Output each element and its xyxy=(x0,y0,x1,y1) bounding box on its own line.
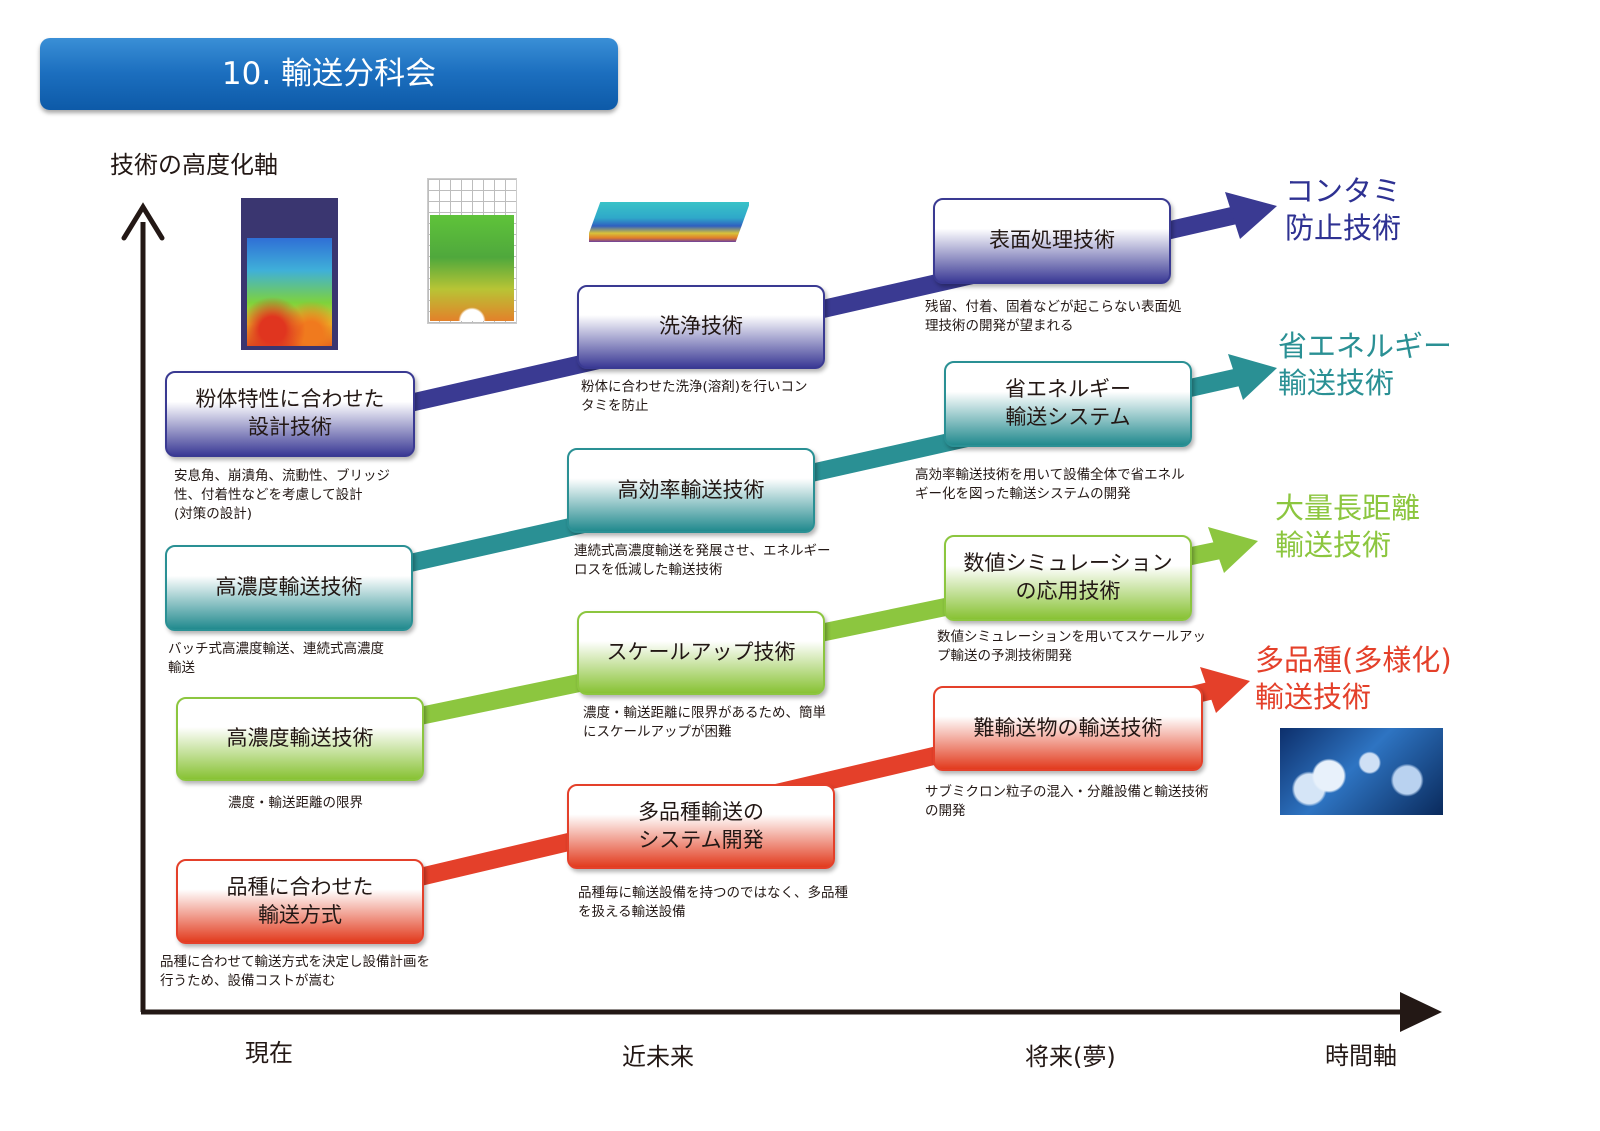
goal-label-teal: 省エネルギー 輸送技術 xyxy=(1278,329,1453,401)
track-arrowhead-teal xyxy=(1228,354,1277,400)
step-desc-green-2: 濃度・輸送距離に限界があるため、簡単 にスケールアップが困難 xyxy=(583,705,826,741)
step-box-blue-1: 粉体特性に合わせた 設計技術 xyxy=(165,371,415,457)
step-box-red-3: 難輸送物の輸送技術 xyxy=(933,686,1203,771)
step-label-green-1: 高濃度輸送技術 xyxy=(226,726,374,751)
simulation-column-image xyxy=(241,198,338,350)
step-box-teal-1: 高濃度輸送技術 xyxy=(165,545,413,631)
step-desc-teal-1: バッチ式高濃度輸送、連続式高濃度 輸送 xyxy=(168,641,384,677)
step-desc-green-1: 濃度・輸送距離の限界 xyxy=(228,795,363,811)
step-desc-red-2: 品種毎に輸送設備を持つのではなく、多品種 を扱える輸送設備 xyxy=(578,885,848,921)
section-title: 10. 輸送分科会 xyxy=(221,56,437,92)
step-desc-teal-2: 連続式高濃度輸送を発展させ、エネルギー ロスを低減した輸送技術 xyxy=(574,543,831,579)
step-desc-red-1: 品種に合わせて輸送方式を決定し設備計画を 行うため、設備コストが嵩む xyxy=(160,954,430,990)
step-box-teal-3: 省エネルギー 輸送システム xyxy=(944,361,1192,447)
step-label-red-3: 難輸送物の輸送技術 xyxy=(973,715,1163,740)
step-box-green-3: 数値シミュレーション の応用技術 xyxy=(944,535,1192,621)
step-box-blue-2: 洗浄技術 xyxy=(577,285,825,369)
x-tick-future: 将来(夢) xyxy=(1025,1043,1116,1071)
step-label-green-2: スケールアップ技術 xyxy=(606,640,796,665)
x-tick-near-future: 近未来 xyxy=(622,1043,694,1071)
y-axis-label: 技術の高度化軸 xyxy=(110,151,278,179)
step-desc-blue-1: 安息角、崩潰角、流動性、ブリッジ 性、付着性などを考慮して設計 (対策の設計) xyxy=(174,468,390,523)
goal-label-red: 多品種(多様化) 輸送技術 xyxy=(1255,643,1452,715)
step-box-red-1: 品種に合わせた 輸送方式 xyxy=(176,859,424,944)
step-desc-red-3: サブミクロン粒子の混入・分離設備と輸送技術 の開発 xyxy=(925,784,1209,820)
step-desc-teal-3: 高効率輸送技術を用いて設備全体で省エネル ギー化を図った輸送システムの開発 xyxy=(915,467,1185,503)
step-desc-blue-2: 粉体に合わせた洗浄(溶剤)を行いコン タミを防止 xyxy=(581,379,808,415)
section-header: 10. 輸送分科会 xyxy=(40,38,618,110)
step-desc-green-3: 数値シミュレーションを用いてスケールアッ プ輸送の予測技術開発 xyxy=(937,629,1207,665)
simulation-surface-image xyxy=(589,196,749,248)
step-label-blue-3: 表面処理技術 xyxy=(989,228,1115,253)
x-tick-present: 現在 xyxy=(245,1039,293,1067)
step-box-green-1: 高濃度輸送技術 xyxy=(176,697,424,781)
track-arrowhead-red xyxy=(1200,667,1250,713)
step-label-teal-3: 省エネルギー 輸送システム xyxy=(1005,377,1131,429)
x-axis-label: 時間軸 xyxy=(1325,1042,1397,1070)
step-box-red-2: 多品種輸送の システム開発 xyxy=(567,784,835,869)
goal-label-green: 大量長距離 輸送技術 xyxy=(1275,491,1421,563)
step-box-blue-3: 表面処理技術 xyxy=(933,198,1171,284)
step-label-blue-2: 洗浄技術 xyxy=(659,314,743,339)
step-box-green-2: スケールアップ技術 xyxy=(577,611,825,695)
step-label-red-2: 多品種輸送の システム開発 xyxy=(638,799,764,852)
x-axis-arrowhead xyxy=(1400,992,1442,1032)
step-label-green-3: 数値シミュレーション の応用技術 xyxy=(963,551,1173,603)
simulation-flow-image xyxy=(427,178,517,324)
step-box-teal-2: 高効率輸送技術 xyxy=(567,448,815,533)
y-axis-arrowhead xyxy=(121,202,165,241)
step-label-teal-1: 高濃度輸送技術 xyxy=(215,575,363,600)
step-desc-blue-3: 残留、付着、固着などが起こらない表面処 理技術の開発が望まれる xyxy=(925,299,1182,335)
step-label-teal-2: 高効率輸送技術 xyxy=(617,477,765,502)
step-label-red-1: 品種に合わせた 輸送方式 xyxy=(226,874,374,927)
step-label-blue-1: 粉体特性に合わせた 設計技術 xyxy=(195,387,385,439)
goal-label-blue: コンタミ 防止技術 xyxy=(1285,174,1402,246)
track-arrowhead-blue xyxy=(1225,192,1277,239)
track-arrowhead-green xyxy=(1208,527,1258,573)
pills-photo xyxy=(1280,728,1443,815)
